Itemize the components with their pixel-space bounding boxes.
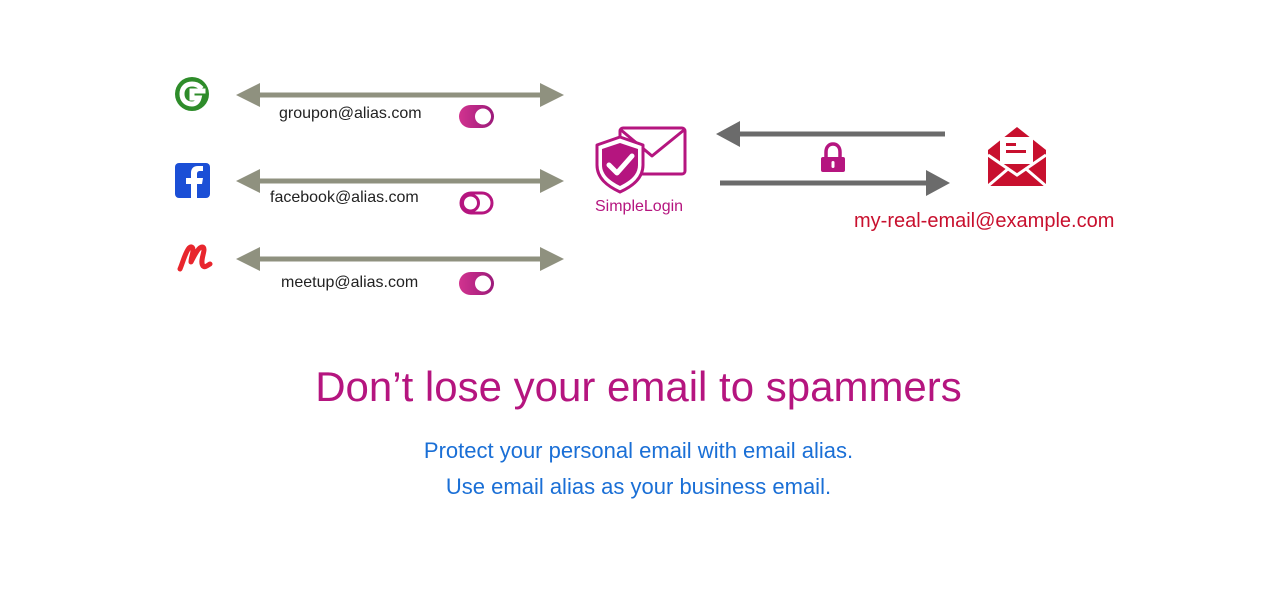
- open-envelope-icon: [987, 127, 1047, 188]
- real-email-label: my-real-email@example.com: [854, 210, 1115, 232]
- meetup-icon: [177, 244, 213, 272]
- facebook-alias-toggle[interactable]: [459, 191, 494, 215]
- outgoing-arrow: [720, 170, 950, 196]
- subline-1: Protect your personal email with email a…: [423, 438, 854, 463]
- groupon-icon: [175, 77, 209, 111]
- simplelogin-shield-envelope-icon: [595, 126, 687, 194]
- groupon-alias-toggle[interactable]: [459, 105, 494, 128]
- facebook-double-arrow: [236, 169, 564, 193]
- groupon-double-arrow: [236, 83, 564, 107]
- meetup-double-arrow: [236, 247, 564, 271]
- groupon-alias-label: groupon@alias.com: [279, 105, 422, 122]
- facebook-alias-label: facebook@alias.com: [270, 189, 419, 206]
- meetup-alias-label: meetup@alias.com: [281, 274, 419, 291]
- page-headline: Don’t lose your email to spammers: [315, 363, 962, 410]
- padlock-icon: [821, 142, 845, 172]
- subline-2: Use email alias as your business email.: [445, 474, 832, 499]
- incoming-arrow: [716, 121, 945, 147]
- meetup-alias-toggle[interactable]: [459, 272, 494, 295]
- simplelogin-label: SimpleLogin: [595, 198, 684, 215]
- facebook-icon: [175, 163, 210, 198]
